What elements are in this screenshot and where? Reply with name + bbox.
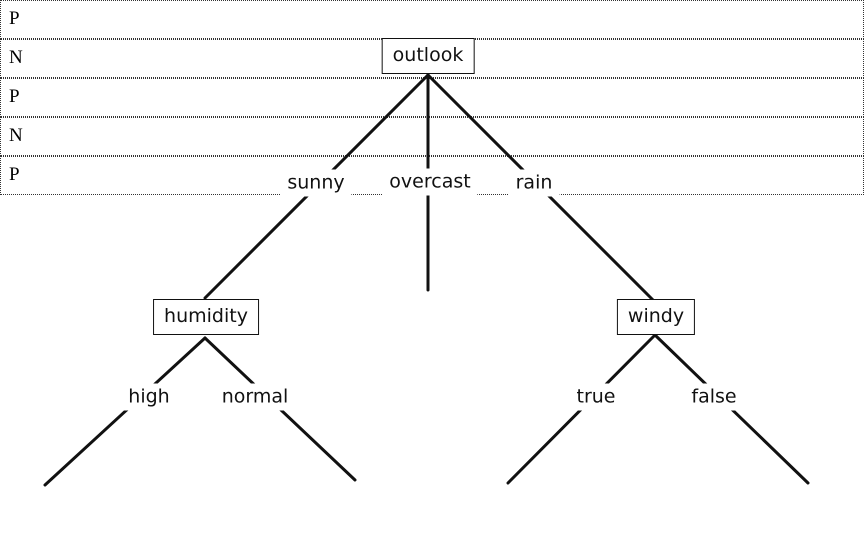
- edge-label-sunny: sunny: [280, 169, 352, 197]
- edge-label-normal: normal: [214, 383, 296, 411]
- edge-label-false: false: [684, 383, 744, 411]
- leaf-true: N: [0, 117, 864, 156]
- node-windy: windy: [616, 299, 696, 335]
- leaf-normal: P: [0, 78, 864, 117]
- node-outlook: outlook: [381, 38, 475, 74]
- edge-label-overcast: overcast: [382, 168, 478, 196]
- edge-label-high: high: [121, 383, 177, 411]
- edge-humidity-high: [43, 336, 207, 487]
- edge-label-true: true: [569, 383, 623, 411]
- edge-label-rain: rain: [508, 169, 560, 197]
- node-humidity: humidity: [153, 299, 259, 335]
